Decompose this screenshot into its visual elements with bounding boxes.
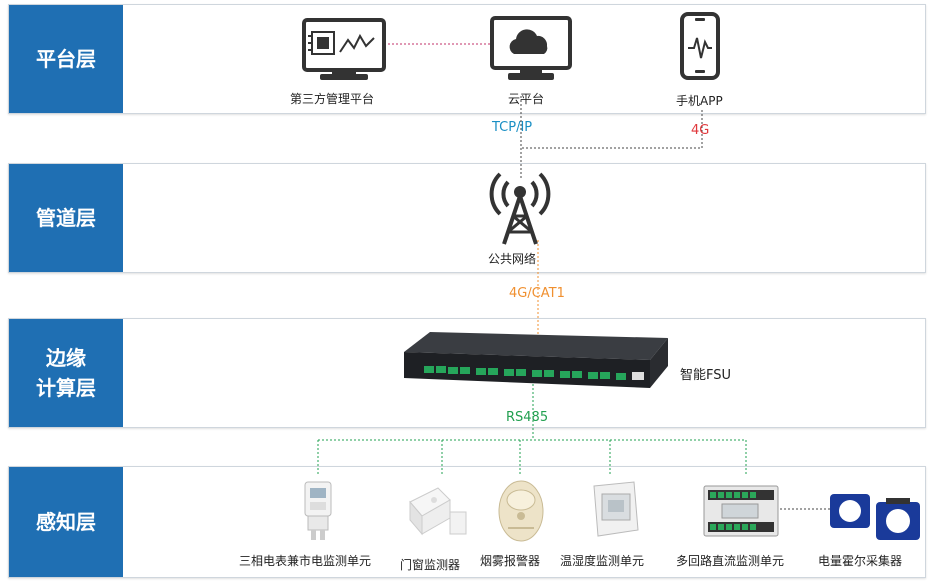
smoke-alarm-icon [498, 480, 544, 542]
public-network-label: 公共网络 [488, 252, 537, 266]
third-party-platform-label: 第三方管理平台 [290, 92, 375, 106]
sensor-label-dc: 多回路直流监测单元 [676, 554, 785, 568]
sensor-label-door: 门窗监测器 [400, 558, 461, 572]
pipeline-layer: 管道层 [8, 163, 926, 273]
platform-layer: 平台层 [8, 4, 926, 114]
cat1-label: 4G/CAT1 [509, 286, 565, 301]
cloud-platform-icon [490, 16, 572, 80]
temperature-humidity-icon [593, 481, 639, 537]
dc-monitor-icon [703, 485, 779, 537]
fsu-device-icon [404, 332, 668, 388]
sensor-label-temp: 温湿度监测单元 [560, 554, 645, 568]
rs485-label: RS485 [506, 410, 549, 425]
three-phase-meter-icon [304, 481, 332, 540]
fourg-line [521, 110, 703, 149]
mobile-app-label: 手机APP [676, 94, 723, 108]
hall-collector-icon [830, 494, 920, 540]
layer-label-pipeline: 管道层 [9, 164, 123, 272]
mobile-phone-icon [680, 12, 720, 80]
sensor-label-hall: 电量霍尔采集器 [818, 554, 903, 568]
fsu-label: 智能FSU [680, 368, 732, 383]
door-window-sensor-icon [409, 487, 467, 536]
sensor-label-meter: 三相电表兼市电监测单元 [239, 554, 372, 568]
sensor-label-smoke: 烟雾报警器 [480, 554, 541, 568]
signal-tower-icon [489, 172, 551, 245]
fourg-label: 4G [691, 123, 710, 138]
layer-label-platform: 平台层 [9, 5, 123, 113]
tcp-ip-label: TCP/IP [492, 120, 533, 135]
layer-label-perception: 感知层 [9, 467, 123, 577]
third-party-platform-icon [302, 18, 386, 80]
cloud-platform-label: 云平台 [508, 92, 545, 106]
layer-label-edge: 边缘 计算层 [9, 319, 123, 427]
